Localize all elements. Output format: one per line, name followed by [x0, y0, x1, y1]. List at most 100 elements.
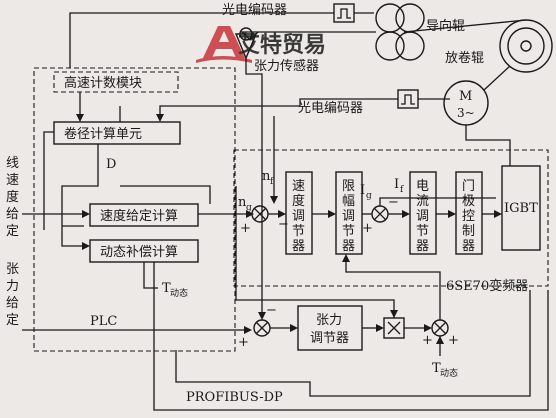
- arrow-head: [290, 324, 298, 332]
- plus-sign: +: [362, 221, 373, 236]
- arrow-head: [328, 210, 336, 218]
- diameter-unit-box: [53, 121, 181, 145]
- svg-text:调: 调: [342, 209, 355, 224]
- svg-text:速: 速: [292, 179, 305, 194]
- plus-sign: +: [240, 221, 251, 236]
- svg-text:器: 器: [292, 239, 305, 254]
- svg-text:速: 速: [6, 173, 19, 188]
- minus-sign: −: [266, 303, 277, 318]
- svg-text:器: 器: [416, 239, 429, 254]
- summing-junction-icon: [253, 319, 271, 337]
- igbt-box: [501, 165, 541, 251]
- svg-text:器: 器: [462, 239, 475, 254]
- d-bus-line: [120, 185, 211, 204]
- plus-sign: +: [448, 333, 459, 348]
- svg-text:度: 度: [6, 189, 19, 205]
- diameter-unit-label: 卷径计算单元: [64, 126, 142, 142]
- pulse-signal-icon: [401, 94, 415, 105]
- tension-reg-label-2: 调节器: [310, 331, 349, 346]
- plus-sign: +: [422, 333, 433, 348]
- t-dyn-right-sub: 动态: [440, 367, 458, 379]
- profibus-bus-outer: [153, 262, 549, 411]
- svg-text:控: 控: [462, 209, 475, 224]
- arrow-head: [82, 242, 90, 250]
- sensor-triangle-icon: [234, 33, 258, 60]
- svg-text:张: 张: [6, 262, 19, 277]
- arrow-head: [402, 210, 410, 218]
- svg-text:定: 定: [6, 313, 19, 328]
- unwind-roller-hub: [520, 40, 532, 52]
- svg-text:门: 门: [462, 179, 475, 194]
- encoder-top-box: [333, 3, 355, 23]
- pulse-signal-icon: [337, 8, 351, 19]
- svg-text:幅: 幅: [342, 194, 355, 209]
- current-feedback-line: [379, 197, 496, 206]
- roller-icon: [395, 31, 425, 61]
- encoder-motor-label: 光电编码器: [298, 101, 363, 116]
- inverter-dashed-boundary: [233, 149, 549, 287]
- speed-calc-box: [89, 203, 199, 227]
- minus-sign: −: [388, 195, 399, 210]
- svg-text:节: 节: [342, 224, 355, 239]
- summing-junction-icon: [251, 205, 269, 223]
- limit-regulator-label: 限 幅 调 节 器: [342, 179, 355, 254]
- svg-text:流: 流: [416, 194, 429, 209]
- motor-belt-line: [483, 65, 511, 91]
- plc-label: PLC: [90, 314, 117, 329]
- igbt-label: IGBT: [504, 201, 538, 216]
- dyn-to-t-line: [143, 262, 158, 289]
- speed-calc-label: 速度给定计算: [100, 208, 178, 224]
- encoder-motor-feedback-line: [159, 98, 398, 116]
- svg-text:调: 调: [416, 209, 429, 224]
- t-dyn-right: T: [432, 361, 441, 376]
- current-regulator-box: [409, 171, 437, 255]
- arrow-head: [494, 210, 502, 218]
- svg-text:节: 节: [292, 224, 305, 239]
- tension-sensor-label: 张力传感器: [254, 58, 319, 74]
- d-to-dynamic-line: [61, 144, 99, 247]
- summing-junction-icon: [431, 319, 449, 337]
- sensor-feedback-line: [245, 58, 263, 314]
- t-dyn-left: T: [162, 281, 171, 296]
- t-dyn-left-sub: 动态: [170, 287, 188, 299]
- guide-roller-label: 导向辊: [426, 18, 465, 34]
- if-sub: f: [400, 185, 404, 195]
- svg-text:器: 器: [342, 239, 355, 254]
- current-regulator-label: 电 流 调 节 器: [416, 179, 429, 254]
- svg-text:电: 电: [416, 179, 429, 194]
- arrow-head: [76, 114, 84, 122]
- svg-text:调: 调: [292, 209, 305, 224]
- d-label: D: [106, 157, 116, 172]
- arrow-head: [82, 210, 90, 218]
- svg-text:节: 节: [416, 224, 429, 239]
- gate-controller-box: [455, 171, 483, 255]
- dynamic-comp-label: 动态补偿计算: [100, 245, 178, 260]
- arrow-head: [342, 254, 350, 262]
- tension-given-label: 张 力 给 定: [6, 262, 19, 328]
- encoder-top-label: 光电编码器: [222, 3, 287, 18]
- arrow-head: [246, 210, 254, 218]
- arrow-head: [376, 324, 384, 332]
- plus-sign: +: [238, 335, 249, 350]
- summing-junction-icon: [371, 205, 389, 223]
- arrow-head: [436, 336, 444, 344]
- sum-to-limit-line: [345, 260, 441, 320]
- speed-regulator-label: 速 度 调 节 器: [292, 179, 305, 254]
- nf-label: n: [262, 169, 271, 184]
- diameter-left-loop: [43, 131, 54, 230]
- sensor-roller: [239, 27, 253, 41]
- encoder-top-feedback-line: [69, 12, 334, 68]
- limit-regulator-box: [335, 171, 363, 255]
- profibus-label: PROFIBUS-DP: [186, 390, 283, 405]
- nf-sub: f: [270, 177, 274, 187]
- svg-text:力: 力: [6, 279, 19, 294]
- svg-text:定: 定: [6, 224, 19, 239]
- arrow-head: [448, 210, 456, 218]
- ng-sub: g: [246, 203, 252, 213]
- watermark-logo-icon: 艾特贸易: [196, 26, 326, 63]
- ng-label: n: [238, 195, 247, 210]
- ig-label: I: [360, 183, 365, 198]
- motor-phase-label: 3~: [457, 106, 475, 120]
